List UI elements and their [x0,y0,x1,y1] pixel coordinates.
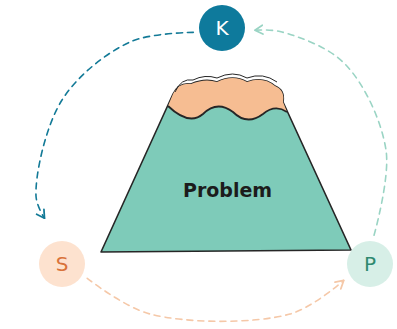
mountain-outline-sketch [175,74,277,92]
mountain-shape [95,72,357,256]
k-circle: K [199,5,245,51]
circle-letter: P [364,254,376,274]
problem-mountain: Problem [95,72,357,256]
circle-letter: S [56,254,69,274]
dashed-cycle-arrow [87,278,343,321]
mountain-snowcap [168,78,287,120]
s-circle: S [39,241,85,287]
mountain-ridge-line [168,106,287,120]
circle-letter: K [215,18,228,38]
problem-label: Problem [183,180,272,201]
mountain-body [101,78,351,252]
p-circle: P [347,241,393,287]
